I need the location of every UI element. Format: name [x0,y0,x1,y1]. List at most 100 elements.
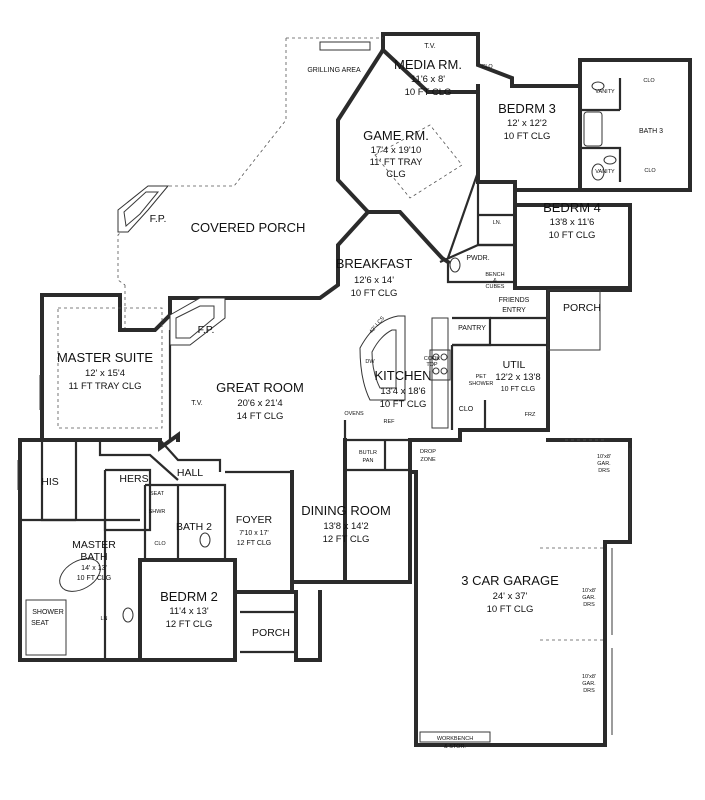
butler-pantry-label-1: BUTLR [359,450,377,456]
bedroom4-size: 13'8 x 11'6 [550,217,595,228]
game-room-clg1: 11' FT TRAY [370,157,424,168]
vanity-label-1: VANITY [595,89,615,95]
pet-shower-label-1: PET [476,374,487,380]
vanity-label-2: VANITY [595,169,615,175]
master-bath-name: MASTER [72,539,116,551]
hall-label: HALL [177,467,203,479]
dining-room-clg: 12 FT CLG [323,534,370,545]
workbench-label-1: WORKBENCH [437,736,473,742]
great-room-name: GREAT ROOM [216,380,304,395]
kitchen-clg: 10 FT CLG [380,399,427,410]
tv-label-media: T.V. [424,43,435,50]
dining-room-size: 13'8 x 14'2 [323,521,368,532]
garage-door-3-gar: GAR. [582,681,596,687]
powder-label: PWDR. [466,255,489,262]
refrigerator-label: REF [384,419,396,425]
grilling-area-label: GRILLING AREA [307,67,361,74]
bath3-label: BATH 3 [639,128,663,135]
bedroom2-clg: 12 FT CLG [166,619,213,630]
bedroom3-clg: 10 FT CLG [504,131,551,142]
closet-label-b3a: CLO [643,78,655,84]
game-room-clg2: CLG [386,169,406,180]
garage-door-1-size: 10'x8' [597,454,611,460]
bath2-label: BATH 2 [176,521,212,533]
master-bath-size: 14' x 13' [81,565,107,572]
pet-shower-label-2: SHOWER [469,381,494,387]
hers-closet-label: HERS [119,473,148,485]
interior-walls [20,78,622,660]
breakfast-name: BREAKFAST [336,256,413,271]
friends-entry-label-2: ENTRY [502,307,526,314]
cooktop-label-2: TOP [426,362,438,368]
closet-label-b3b: CLO [644,168,656,174]
master-suite-name: MASTER SUITE [57,350,153,365]
closet-label-bath2: CLO [154,541,166,547]
bench-label-2: & [493,278,497,284]
garage-door-3-size: 10'x8' [582,674,596,680]
pantry-label: PANTRY [458,325,486,332]
dining-room-name: DINING ROOM [301,503,391,518]
shower-label-2: SHOWER [32,609,64,616]
fireplace-porch-label: F.P. [150,213,167,225]
workbench-label-2: & STOR. [444,744,466,750]
garage-door-1-gar: GAR. [597,461,611,467]
fixtures [17,41,631,743]
media-room-name: MEDIA RM. [394,57,462,72]
room-labels: MEDIA RM. 11'6 x 8' 10 FT CLG GAME RM. 1… [57,57,601,630]
master-bath-name2: BATH [80,551,107,563]
breakfast-clg: 10 FT CLG [351,288,398,299]
linen-label-mb: LN [100,616,107,622]
bench-label-1: BENCH [485,272,504,278]
foyer-name: FOYER [236,514,273,526]
util-clg: 10 FT CLG [501,386,536,393]
bench-label-3: CUBES [486,284,505,290]
bedroom4-name: BEDRM 4 [543,200,601,215]
master-suite-clg: 11 FT TRAY CLG [68,381,141,392]
freezer-label: FRZ [525,412,536,418]
bedroom2-size: 11'4 x 13' [169,606,209,617]
master-bath-clg: 10 FT CLG [77,575,112,582]
bedroom3-size: 12' x 12'2 [507,118,547,129]
util-size: 12'2 x 13'8 [495,372,540,383]
friends-entry-label-1: FRIENDS [499,297,530,304]
kitchen-size: 13'4 x 18'6 [380,386,425,397]
ovens-label: OVENS [344,411,364,417]
garage-door-2-drs: DRS [583,602,595,608]
great-room-size: 20'6 x 21'4 [237,398,282,409]
shower-label-1: SHWR [149,509,166,515]
seat-label-2: SEAT [31,620,49,627]
bedroom2-name: BEDRM 2 [160,589,218,604]
closet-label-media: CLO [481,64,493,70]
media-room-clg: 10 FT CLG [405,87,452,98]
great-room-clg: 14 FT CLG [237,411,284,422]
cooktop-label-1: COOK [424,356,441,362]
master-suite-size: 12' x 15'4 [85,368,125,379]
foyer-size: 7'10 x 17' [239,530,269,537]
fireplace-great-label: F.P. [198,324,215,336]
kitchen-name: KITCHEN [374,368,431,383]
breakfast-size: 12'6 x 14' [354,275,394,286]
garage-clg: 10 FT CLG [487,604,534,615]
linen-label-b4: LN. [493,220,502,226]
porch-right-label: PORCH [563,302,601,314]
closet-label-util: CLO [459,406,474,413]
porch-front-label: PORCH [252,627,290,639]
dishwasher-label: DW [365,359,375,365]
bedroom4-clg: 10 FT CLG [549,230,596,241]
foyer-clg: 12 FT CLG [237,540,272,547]
small-labels: T.V. CLO GRILLING AREA F.P. F.P. T.V. VA… [31,43,663,750]
util-name: UTIL [503,359,526,371]
his-closet-label: HIS [41,476,59,488]
garage-door-1-drs: DRS [598,468,610,474]
covered-porch-name: COVERED PORCH [191,220,306,235]
garage-name: 3 CAR GARAGE [461,573,559,588]
garage-door-2-gar: GAR. [582,595,596,601]
drop-zone-label-1: DROP [420,449,436,455]
butler-pantry-label-2: PAN [363,458,374,464]
garage-size: 24' x 37' [493,591,528,602]
media-room-size: 11'6 x 8' [411,74,445,85]
game-room-name: GAME RM. [363,128,429,143]
garage-door-3-drs: DRS [583,688,595,694]
seat-label-1: SEAT [150,491,165,497]
